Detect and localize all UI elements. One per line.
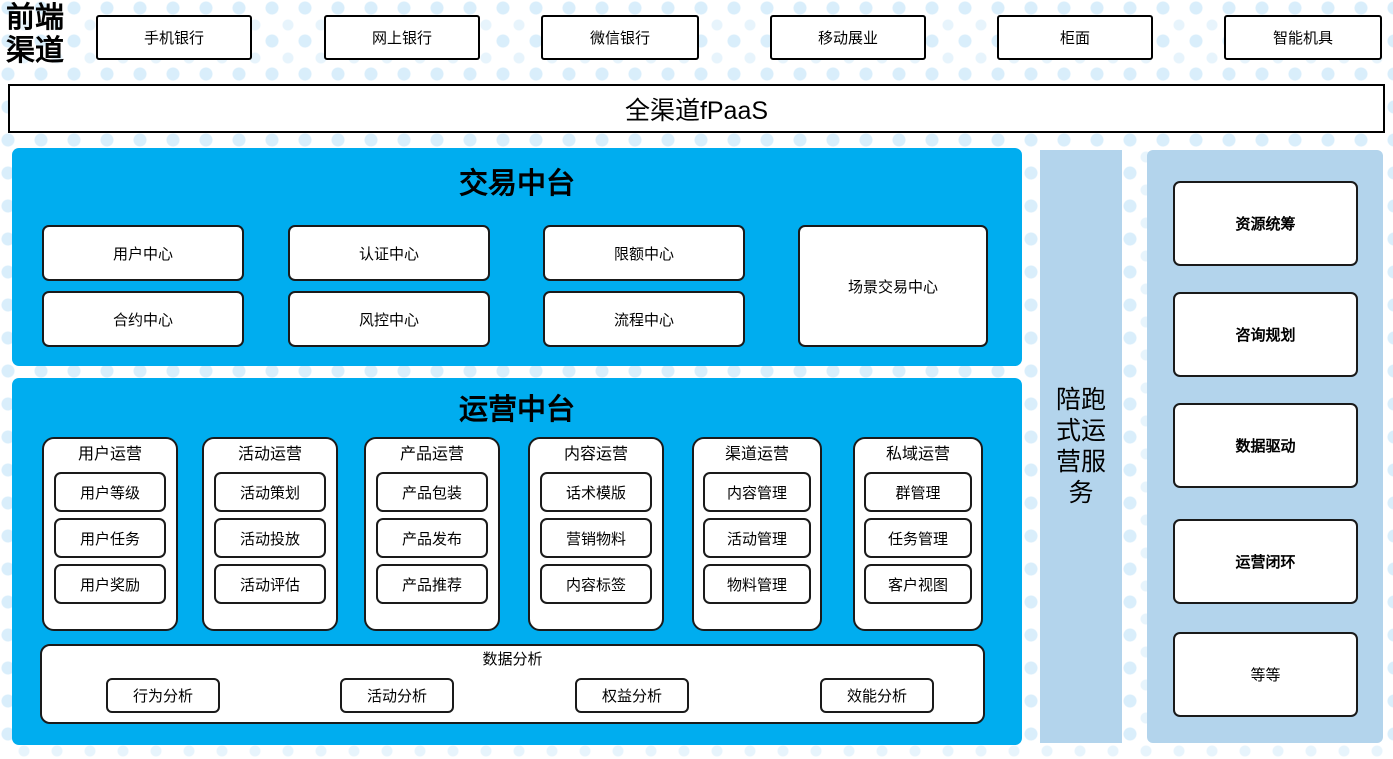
op-item[interactable]: 任务管理	[864, 518, 972, 558]
op-item[interactable]: 营销物料	[540, 518, 652, 558]
capability-item-label: 资源统筹	[1235, 216, 1296, 233]
channel-box-label: 网上银行	[371, 30, 432, 47]
capability-item-data-driven[interactable]: 数据驱动	[1173, 403, 1358, 488]
channel-box-counter[interactable]: 柜面	[997, 15, 1153, 60]
capability-item-label: 数据驱动	[1235, 438, 1296, 455]
data-analysis-item-efficiency[interactable]: 效能分析	[820, 678, 934, 713]
op-column-private-domain-operations[interactable]: 私域运营 群管理 任务管理 客户视图	[853, 437, 983, 631]
trade-card-label: 限额中心	[613, 245, 674, 263]
capability-item-consulting-planning[interactable]: 咨询规划	[1173, 292, 1358, 377]
op-column-user-operations[interactable]: 用户运营 用户等级 用户任务 用户奖励	[42, 437, 178, 631]
data-analysis-item-label: 效能分析	[846, 688, 907, 705]
op-item[interactable]: 活动策划	[214, 472, 326, 512]
capability-item-resource-coordination[interactable]: 资源统筹	[1173, 181, 1358, 266]
front-end-channel-label: 前端 渠道	[6, 2, 65, 67]
trade-card-label: 风控中心	[358, 311, 419, 329]
op-column-content-operations[interactable]: 内容运营 话术模版 营销物料 内容标签	[528, 437, 664, 631]
omnichannel-fpaas-bar[interactable]: 全渠道fPaaS	[8, 84, 1385, 133]
op-item[interactable]: 内容标签	[540, 564, 652, 604]
op-column-title: 内容运营	[563, 446, 628, 463]
accompanying-operation-service-column[interactable]: 陪跑式运营服务	[1040, 150, 1122, 743]
channel-box-mobile-exhibition[interactable]: 移动展业	[770, 15, 926, 60]
trade-card-label: 认证中心	[358, 245, 419, 263]
trade-card-auth-center[interactable]: 认证中心	[288, 225, 490, 281]
op-item[interactable]: 用户等级	[54, 472, 166, 512]
capability-item-operation-closed-loop[interactable]: 运营闭环	[1173, 519, 1358, 604]
channel-box-label: 柜面	[1059, 30, 1090, 47]
op-column-title: 产品运营	[399, 446, 464, 463]
op-item[interactable]: 群管理	[864, 472, 972, 512]
op-item[interactable]: 活动管理	[703, 518, 811, 558]
accompanying-operation-service-label: 陪跑式运营服务	[1055, 385, 1106, 507]
data-analysis-item-behavior[interactable]: 行为分析	[106, 678, 220, 713]
data-analysis-title: 数据分析	[482, 651, 543, 668]
trade-card-process-center[interactable]: 流程中心	[543, 291, 745, 347]
capability-item-label: 等等	[1250, 667, 1281, 684]
op-item[interactable]: 内容管理	[703, 472, 811, 512]
op-item[interactable]: 活动评估	[214, 564, 326, 604]
channel-box-mobile-bank[interactable]: 手机银行	[96, 15, 252, 60]
trade-card-label: 流程中心	[613, 311, 674, 329]
op-item[interactable]: 话术模版	[540, 472, 652, 512]
op-column-title: 用户运营	[77, 446, 142, 463]
trade-card-label: 用户中心	[112, 245, 173, 263]
data-analysis-item-label: 行为分析	[132, 688, 193, 705]
op-item[interactable]: 活动投放	[214, 518, 326, 558]
channel-box-label: 手机银行	[143, 30, 204, 47]
op-item[interactable]: 产品包装	[376, 472, 488, 512]
channel-box-label: 智能机具	[1272, 30, 1333, 47]
trade-card-scene-trade-center[interactable]: 场景交易中心	[798, 225, 988, 347]
op-item[interactable]: 产品推荐	[376, 564, 488, 604]
trade-card-label: 合约中心	[112, 311, 173, 329]
op-column-title: 私域运营	[885, 446, 950, 463]
channel-box-smart-machine[interactable]: 智能机具	[1224, 15, 1382, 60]
data-analysis-item-activity[interactable]: 活动分析	[340, 678, 454, 713]
capability-item-etc[interactable]: 等等	[1173, 632, 1358, 717]
op-column-channel-operations[interactable]: 渠道运营 内容管理 活动管理 物料管理	[692, 437, 822, 631]
op-column-title: 活动运营	[237, 446, 302, 463]
op-item[interactable]: 物料管理	[703, 564, 811, 604]
channel-box-label: 微信银行	[589, 30, 650, 47]
op-column-activity-operations[interactable]: 活动运营 活动策划 活动投放 活动评估	[202, 437, 338, 631]
trade-card-riskcontrol-center[interactable]: 风控中心	[288, 291, 490, 347]
trade-card-contract-center[interactable]: 合约中心	[42, 291, 244, 347]
trade-card-user-center[interactable]: 用户中心	[42, 225, 244, 281]
channel-box-wechat-bank[interactable]: 微信银行	[541, 15, 699, 60]
trade-center-title: 交易中台	[458, 168, 575, 200]
data-analysis-item-label: 权益分析	[601, 688, 662, 705]
op-item[interactable]: 产品发布	[376, 518, 488, 558]
channel-box-online-bank[interactable]: 网上银行	[324, 15, 480, 60]
channel-box-label: 移动展业	[817, 30, 878, 47]
op-column-product-operations[interactable]: 产品运营 产品包装 产品发布 产品推荐	[364, 437, 500, 631]
op-item[interactable]: 客户视图	[864, 564, 972, 604]
op-item[interactable]: 用户任务	[54, 518, 166, 558]
data-analysis-item-benefit[interactable]: 权益分析	[575, 678, 689, 713]
op-item[interactable]: 用户奖励	[54, 564, 166, 604]
capability-item-label: 运营闭环	[1235, 554, 1296, 571]
op-column-title: 渠道运营	[724, 446, 789, 463]
omnichannel-fpaas-label: 全渠道fPaaS	[624, 96, 769, 125]
trade-card-label: 场景交易中心	[847, 278, 938, 296]
data-analysis-item-label: 活动分析	[366, 688, 427, 705]
trade-card-limit-center[interactable]: 限额中心	[543, 225, 745, 281]
capability-item-label: 咨询规划	[1235, 327, 1296, 344]
operations-center-title: 运营中台	[458, 394, 575, 426]
